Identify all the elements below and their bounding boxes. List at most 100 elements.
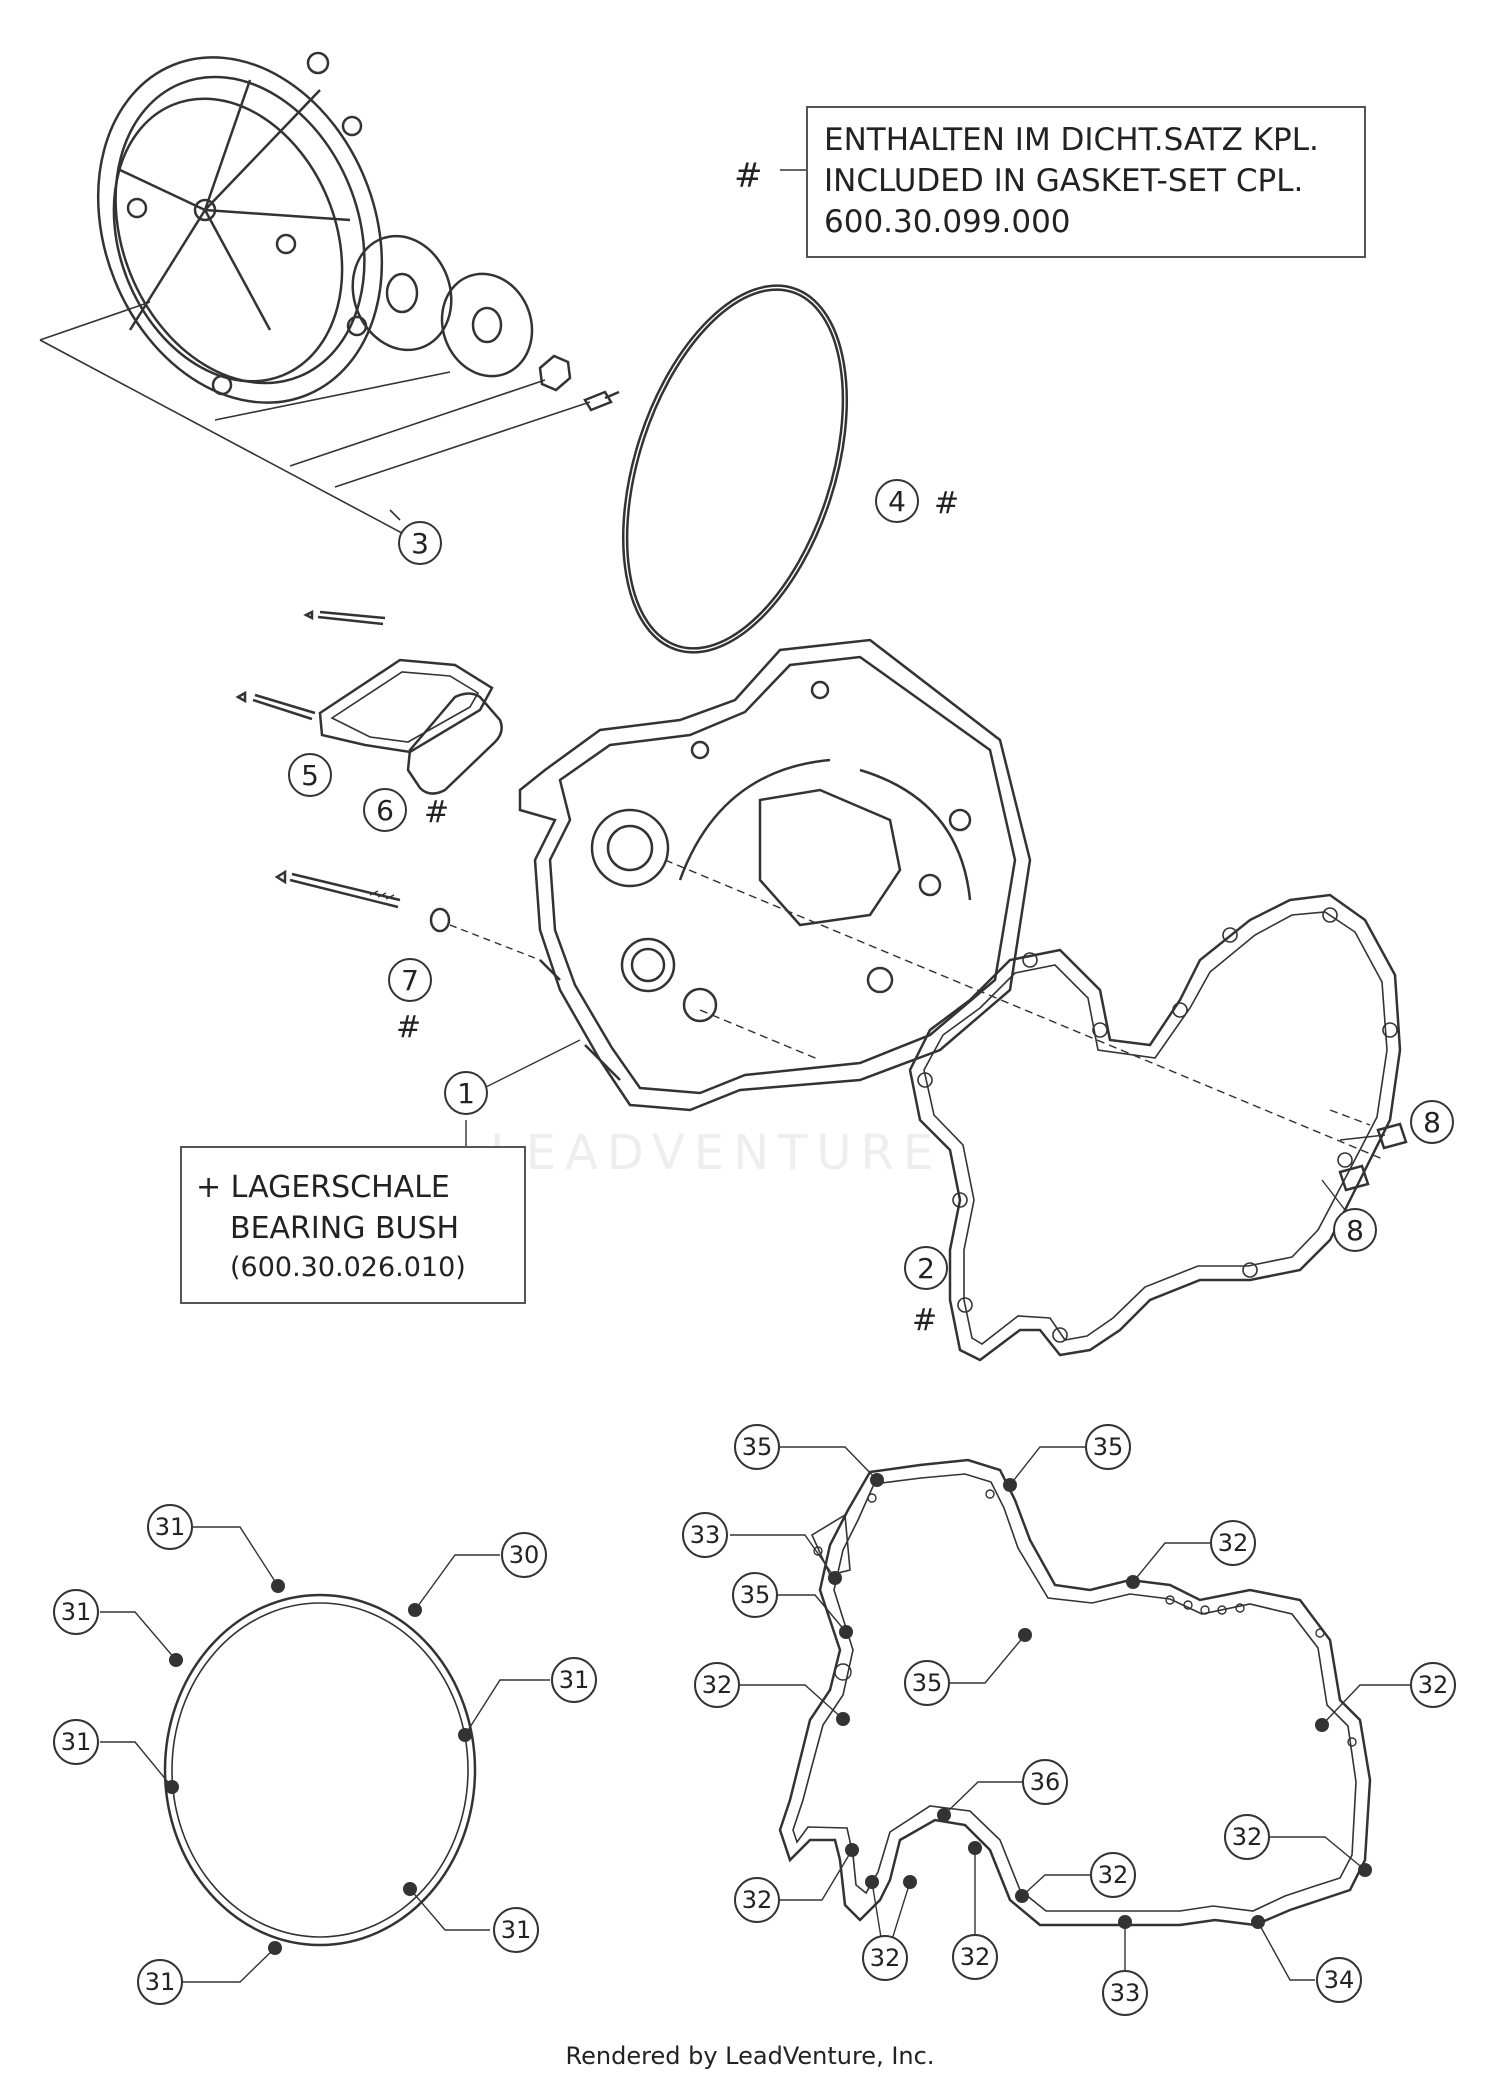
seal-callout: 32 — [1090, 1852, 1136, 1898]
svg-text:32: 32 — [1218, 1529, 1249, 1557]
svg-text:30: 30 — [509, 1541, 540, 1569]
svg-text:32: 32 — [742, 1886, 773, 1914]
callout-1: 1 — [444, 1071, 488, 1115]
cover-plate-part — [440, 272, 534, 378]
callout-7: 7 — [388, 958, 432, 1002]
hash-marker-6: # — [424, 795, 449, 830]
seal-callout: 31 — [53, 1719, 99, 1765]
pump-cover-plate-inner — [330, 671, 480, 743]
part3-leader-lines — [39, 301, 591, 541]
bolt-7-part — [274, 869, 451, 933]
housing-gasket-part — [908, 893, 1402, 1362]
svg-text:4: 4 — [888, 485, 906, 518]
callout-2: 2 — [904, 1246, 948, 1290]
svg-text:7: 7 — [401, 964, 419, 997]
pump-cover-plate-part — [318, 658, 494, 754]
callout-3: 3 — [398, 521, 442, 565]
svg-text:3: 3 — [411, 527, 429, 560]
hash-marker-4: # — [934, 486, 959, 521]
callout-8-upper: 8 — [1410, 1100, 1454, 1144]
gasket-bolt-holes — [917, 907, 1398, 1343]
bolt-7-leader — [449, 924, 541, 961]
footer-credit: Rendered by LeadVenture, Inc. — [565, 2042, 935, 2070]
bearing-note-line: + LAGERSCHALE — [196, 1170, 450, 1205]
cover-bolt-part — [583, 390, 620, 412]
cover-nut-part — [538, 354, 572, 392]
seal-callout: 35 — [904, 1660, 950, 1706]
seal-callout: 34 — [1316, 1957, 1362, 2003]
seal-callout: 31 — [137, 1959, 183, 2005]
svg-text:31: 31 — [559, 1666, 590, 1694]
seal-callout: 33 — [1102, 1970, 1148, 2016]
seal-callout: 32 — [1410, 1662, 1456, 1708]
svg-text:34: 34 — [1324, 1966, 1355, 1994]
seal-callout: 30 — [501, 1532, 547, 1578]
seal-callout: 31 — [147, 1504, 193, 1550]
bearing-bush-note-box: + LAGERSCHALE BEARING BUSH (600.30.026.0… — [180, 1146, 526, 1304]
large-gasket-part — [778, 1458, 1372, 1927]
dowel-pins-part — [1338, 1122, 1408, 1192]
gasket-note-line: ENTHALTEN IM DICHT.SATZ KPL. — [824, 122, 1319, 158]
housing-leader-lines — [664, 859, 1386, 1161]
seal-callout: 32 — [952, 1934, 998, 1980]
svg-text:33: 33 — [690, 1521, 721, 1549]
seal-callout: 32 — [862, 1935, 908, 1981]
svg-text:31: 31 — [155, 1513, 186, 1541]
svg-text:32: 32 — [1418, 1671, 1449, 1699]
seal-callout: 31 — [53, 1589, 99, 1635]
bearing-note-line: BEARING BUSH — [230, 1211, 460, 1246]
seal-callout: 36 — [1022, 1759, 1068, 1805]
seal-callout: 32 — [1224, 1814, 1270, 1860]
callout-6: 6 — [363, 788, 407, 832]
large-gasket-inner — [792, 1473, 1357, 1912]
seal-callout: 32 — [1210, 1520, 1256, 1566]
svg-text:8: 8 — [1346, 1214, 1364, 1247]
seal-callout: 32 — [694, 1662, 740, 1708]
hash-marker-7: # — [396, 1010, 421, 1045]
svg-text:35: 35 — [742, 1433, 773, 1461]
watermark-text: LEADVENTURE — [490, 1125, 943, 1181]
pump-bolts-part — [235, 609, 386, 721]
svg-text:35: 35 — [912, 1669, 943, 1697]
svg-text:33: 33 — [1110, 1979, 1141, 2007]
large-gasket-holes — [813, 1489, 1357, 1747]
svg-text:36: 36 — [1030, 1768, 1061, 1796]
seal-callout: 33 — [682, 1512, 728, 1558]
clutch-cover-part — [96, 51, 384, 404]
gasket-note-line: INCLUDED IN GASKET-SET CPL. — [824, 163, 1304, 199]
seal-callout: 31 — [551, 1657, 597, 1703]
seal-callout: 32 — [734, 1877, 780, 1923]
svg-text:32: 32 — [702, 1671, 733, 1699]
svg-text:32: 32 — [960, 1943, 991, 1971]
large-gasket-leaders — [730, 1446, 1410, 1981]
o-ring-part — [621, 284, 849, 654]
svg-text:32: 32 — [870, 1944, 901, 1972]
svg-text:5: 5 — [301, 759, 319, 792]
svg-text:8: 8 — [1423, 1106, 1441, 1139]
round-gasket-leaders — [100, 1526, 550, 1983]
svg-text:32: 32 — [1232, 1823, 1263, 1851]
svg-text:2: 2 — [917, 1252, 935, 1285]
callout-4: 4 — [875, 479, 919, 523]
gasket-set-hash-marker: # — [734, 156, 763, 196]
seal-callout: 35 — [1085, 1424, 1131, 1470]
seal-callout: 31 — [493, 1907, 539, 1953]
svg-text:31: 31 — [501, 1916, 532, 1944]
o-ring-part-inner — [625, 288, 845, 650]
svg-text:32: 32 — [1098, 1861, 1129, 1889]
svg-text:31: 31 — [145, 1968, 176, 1996]
pump-gasket-part — [406, 692, 503, 795]
svg-text:35: 35 — [1093, 1433, 1124, 1461]
round-gasket-part — [163, 1593, 477, 1947]
svg-text:6: 6 — [376, 794, 394, 827]
gasket-set-note-box: ENTHALTEN IM DICHT.SATZ KPL. INCLUDED IN… — [806, 106, 1366, 258]
seal-callout: 35 — [732, 1572, 778, 1618]
round-gasket-inner — [171, 1602, 469, 1938]
svg-text:35: 35 — [740, 1581, 771, 1609]
seal-callout: 35 — [734, 1424, 780, 1470]
bearing-note-line: (600.30.026.010) — [230, 1252, 466, 1283]
svg-text:31: 31 — [61, 1598, 92, 1626]
callout-5: 5 — [288, 753, 332, 797]
hash-marker-2: # — [912, 1303, 937, 1338]
